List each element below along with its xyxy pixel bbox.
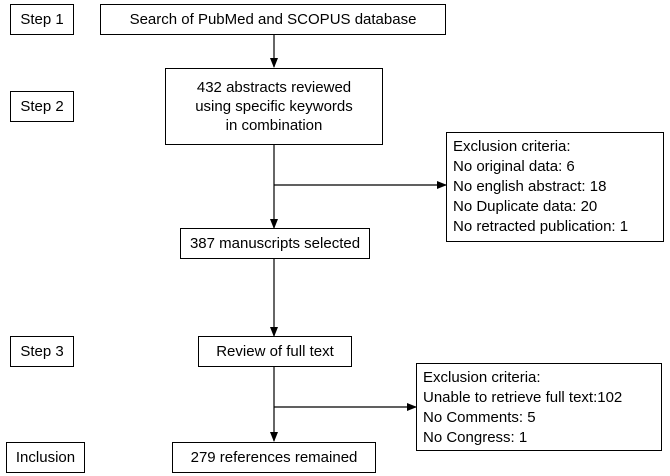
abstracts-box: 432 abstracts reviewed using specific ke… (165, 68, 383, 145)
abstracts-line-2: using specific keywords (195, 98, 353, 115)
review-box: Review of full text (198, 336, 352, 367)
remained-box: 279 references remained (172, 442, 376, 473)
abstracts-line-1: 432 abstracts reviewed (196, 79, 352, 96)
exclusion-2-item: No Comments: 5 (423, 409, 536, 426)
exclusion-box-2: Exclusion criteria: Unable to retrieve f… (416, 363, 662, 451)
inclusion-label: Inclusion (6, 442, 85, 473)
exclusion-box-1: Exclusion criteria: No original data: 6 … (446, 132, 664, 242)
exclusion-1-item: No original data: 6 (453, 158, 575, 175)
exclusion-1-title: Exclusion criteria: (453, 138, 571, 155)
abstracts-line-3: in combination (225, 117, 323, 134)
exclusion-1-item: No retracted publication: 1 (453, 218, 629, 235)
exclusion-1-item: No english abstract: 18 (453, 178, 607, 195)
exclusion-2-item: Unable to retrieve full text:102 (423, 389, 623, 406)
exclusion-2-title: Exclusion criteria: (423, 369, 541, 386)
exclusion-1-item: No Duplicate data: 20 (453, 198, 598, 215)
step-1-label: Step 1 (10, 4, 74, 35)
exclusion-2-item: No Congress: 1 (423, 429, 528, 446)
search-box: Search of PubMed and SCOPUS database (100, 4, 446, 35)
manuscripts-box: 387 manuscripts selected (180, 228, 370, 259)
step-2-label: Step 2 (10, 91, 74, 122)
step-3-label: Step 3 (10, 336, 74, 367)
